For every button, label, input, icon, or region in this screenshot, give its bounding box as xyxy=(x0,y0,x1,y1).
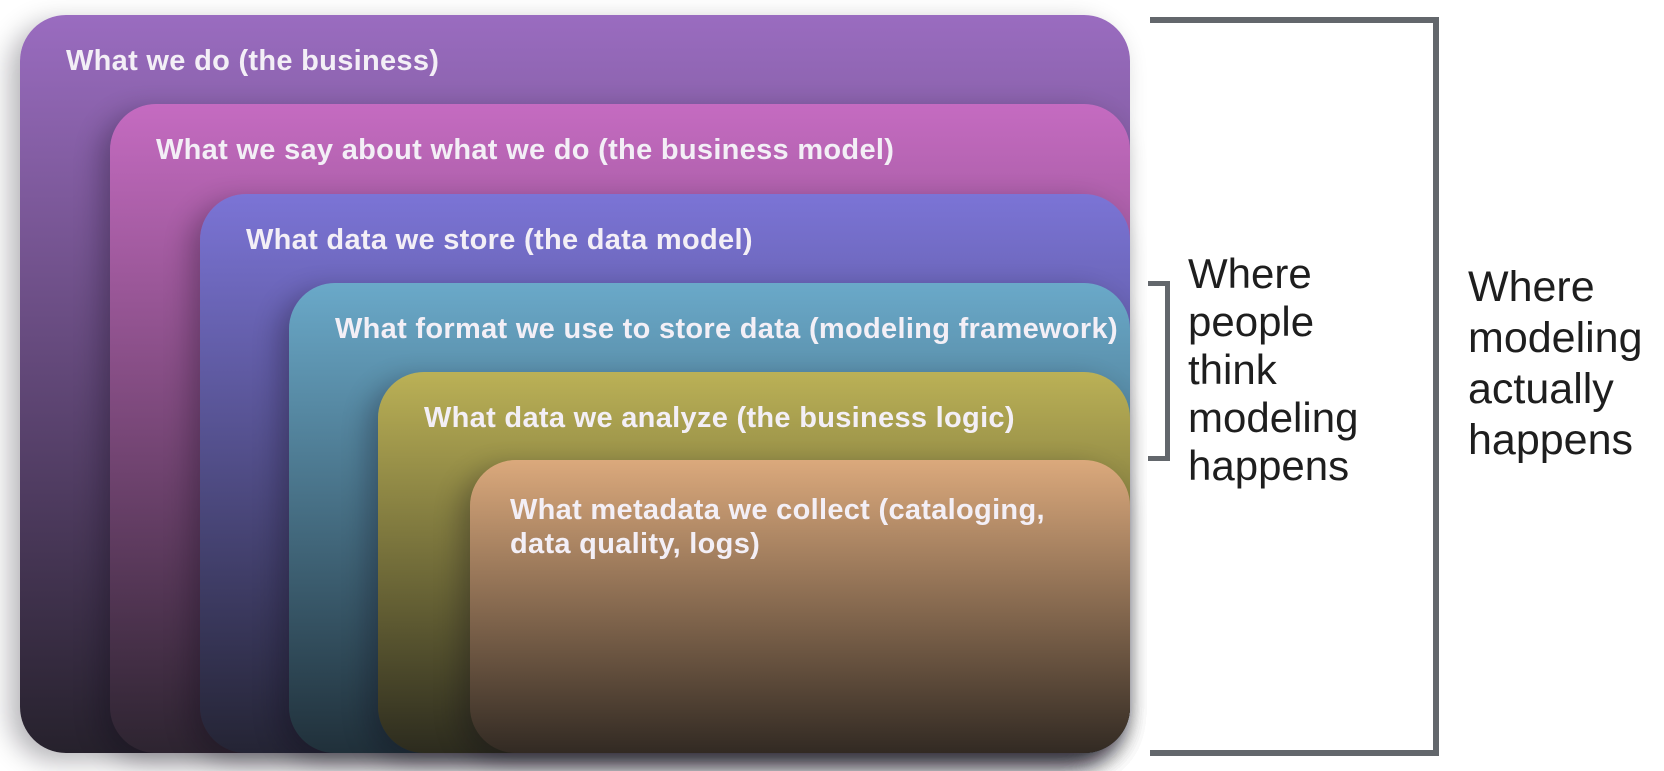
layer-label: What we do (the business) xyxy=(66,45,440,77)
think-bracket xyxy=(1148,281,1170,461)
layer-label: What data we analyze (the business logic… xyxy=(424,402,1015,434)
actual-annotation: Where modeling actually happens xyxy=(1468,263,1643,464)
layer-label: What we say about what we do (the busine… xyxy=(156,134,895,166)
actual-bracket xyxy=(1150,17,1439,756)
nested-layer-stack: What we do (the business) What we say ab… xyxy=(20,15,1130,753)
layer-box-metadata: What metadata we collect (cataloging, da… xyxy=(470,460,1130,753)
layer-label: What data we store (the data model) xyxy=(246,224,753,256)
layer-label: What metadata we collect (cataloging, da… xyxy=(510,494,1045,560)
layer-label: What format we use to store data (modeli… xyxy=(335,313,1118,345)
think-annotation: Where people think modeling happens xyxy=(1188,250,1359,489)
